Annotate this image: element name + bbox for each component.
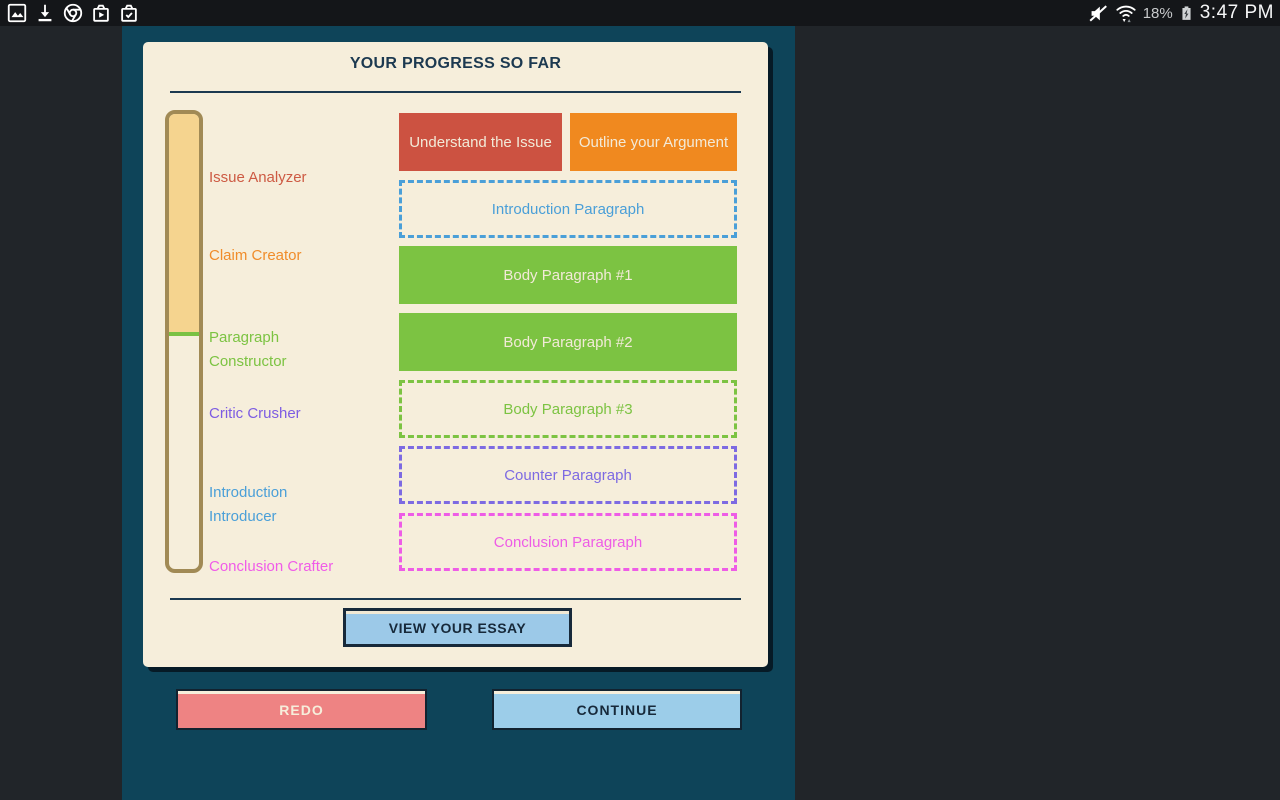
step-body-paragraph-1: Body Paragraph #1 <box>399 246 737 304</box>
battery-percent: 18% <box>1142 4 1173 22</box>
progress-meter <box>165 110 203 573</box>
progress-card: YOUR PROGRESS SO FAR Issue Analyzer Clai… <box>143 42 768 667</box>
step-introduction-paragraph: Introduction Paragraph <box>399 180 737 238</box>
download-icon <box>38 4 52 22</box>
status-bar: 18% 3:47 PM <box>0 0 1280 26</box>
step-body-paragraph-2: Body Paragraph #2 <box>399 313 737 371</box>
stage-label-paragraph-constructor: Paragraph Constructor <box>209 329 287 370</box>
step-outline-your-argument: Outline your Argument <box>570 113 737 171</box>
muted-speaker-icon <box>1089 5 1107 22</box>
app-panel: YOUR PROGRESS SO FAR Issue Analyzer Clai… <box>122 26 795 800</box>
step-body-paragraph-3: Body Paragraph #3 <box>399 380 737 438</box>
screenshot-icon <box>7 3 27 23</box>
notification-icons <box>6 2 140 24</box>
stage-label-introduction-introducer: Introduction Introducer <box>209 484 288 525</box>
page-title: YOUR PROGRESS SO FAR <box>349 55 562 72</box>
wifi-icon <box>1116 5 1136 23</box>
step-understand-the-issue: Understand the Issue <box>399 113 562 171</box>
stage-label-critic-crusher: Critic Crusher <box>209 405 301 422</box>
clock: 3:47 PM <box>1199 2 1274 23</box>
checked-bag-icon <box>121 4 137 22</box>
status-indicators: 18% 3:47 PM <box>1087 2 1274 24</box>
divider-top <box>170 91 741 93</box>
stage-label-conclusion-crafter: Conclusion Crafter <box>209 558 334 575</box>
chrome-icon <box>63 3 83 23</box>
step-counter-paragraph: Counter Paragraph <box>399 446 737 504</box>
play-store-icon <box>93 4 109 22</box>
divider-bottom <box>170 598 741 600</box>
redo-button[interactable]: REDO <box>176 689 427 730</box>
stage-label-claim-creator: Claim Creator <box>209 247 302 264</box>
progress-meter-fill <box>169 114 199 336</box>
step-conclusion-paragraph: Conclusion Paragraph <box>399 513 737 571</box>
view-essay-button[interactable]: VIEW YOUR ESSAY <box>343 608 572 647</box>
battery-charging-icon <box>1182 6 1191 20</box>
stage-label-issue-analyzer: Issue Analyzer <box>209 169 307 186</box>
continue-button[interactable]: CONTINUE <box>492 689 742 730</box>
